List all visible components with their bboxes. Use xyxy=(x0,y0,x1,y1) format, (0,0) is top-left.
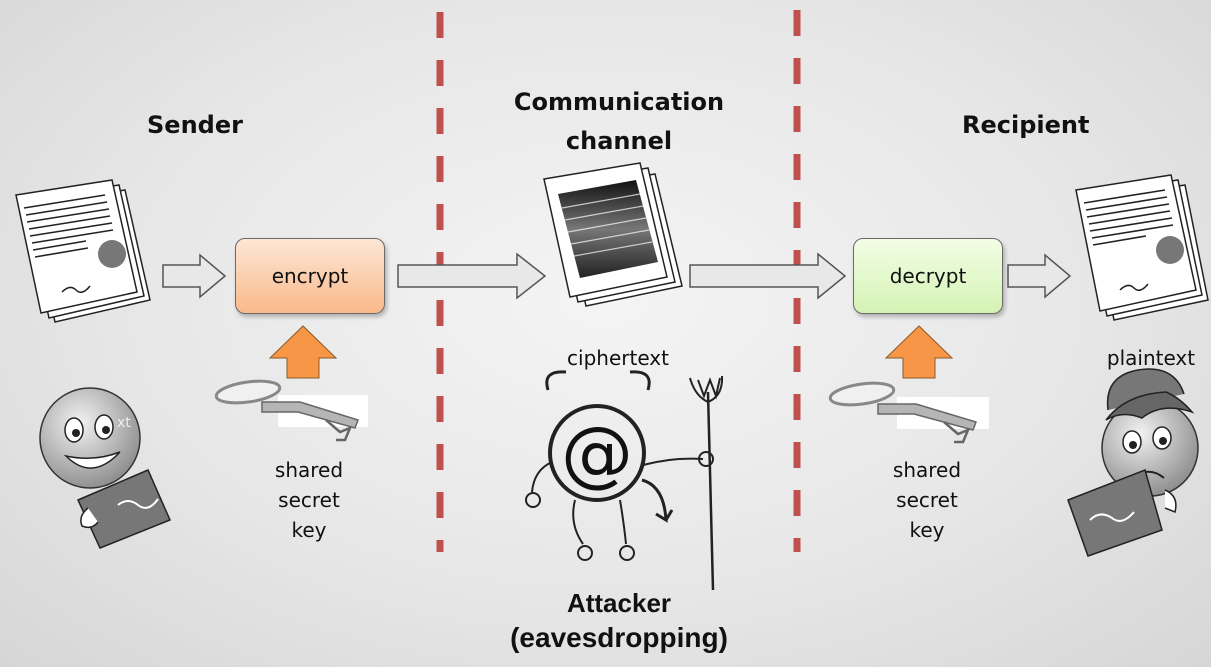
encrypt-label: encrypt xyxy=(271,264,349,288)
attacker-title-line1: Attacker xyxy=(566,588,672,618)
recipient-key-icon xyxy=(828,381,989,444)
sender-key-caption: shared secret key xyxy=(235,455,383,545)
arrow-decrypt-to-plaintext xyxy=(1007,253,1072,299)
attacker-icon: @ xyxy=(525,370,724,591)
recipient-key-line3: key xyxy=(909,518,945,542)
sender-key-arrow xyxy=(268,325,338,379)
sender-key-icon xyxy=(214,379,368,442)
recipient-key-line2: secret xyxy=(896,488,958,512)
arrow-encrypt-to-channel xyxy=(397,252,547,300)
sender-person-icon xyxy=(39,387,171,549)
decrypt-label: decrypt xyxy=(889,264,967,288)
plaintext-document-icon xyxy=(15,179,151,323)
sender-key-line3: key xyxy=(291,518,327,542)
channel-title-line1: Communication xyxy=(513,88,725,116)
encrypt-box: encrypt xyxy=(235,238,385,314)
arrow-plaintext-to-encrypt xyxy=(162,253,227,299)
ciphertext-document-icon xyxy=(543,162,683,307)
sender-key-line2: secret xyxy=(278,488,340,512)
recipient-title: Recipient xyxy=(962,111,1090,139)
sender-key-line1: shared xyxy=(274,458,344,482)
attacker-title-line2: (eavesdropping) xyxy=(510,622,728,653)
sender-title: Sender xyxy=(147,111,243,139)
recipient-person-icon xyxy=(1067,368,1199,557)
plaintext-label: plaintext xyxy=(1106,346,1196,370)
recipient-key-caption: shared secret key xyxy=(853,455,1001,545)
recipient-plaintext-document-icon xyxy=(1075,174,1209,321)
svg-text:@: @ xyxy=(561,411,633,495)
decrypt-box: decrypt xyxy=(853,238,1003,314)
recipient-key-arrow xyxy=(884,325,954,379)
arrow-channel-to-decrypt xyxy=(689,252,847,300)
recipient-key-line1: shared xyxy=(892,458,962,482)
channel-title-line2: channel xyxy=(565,127,673,155)
ciphertext-label: ciphertext xyxy=(567,346,669,370)
sender-face-text-fragment: xt xyxy=(117,415,131,431)
